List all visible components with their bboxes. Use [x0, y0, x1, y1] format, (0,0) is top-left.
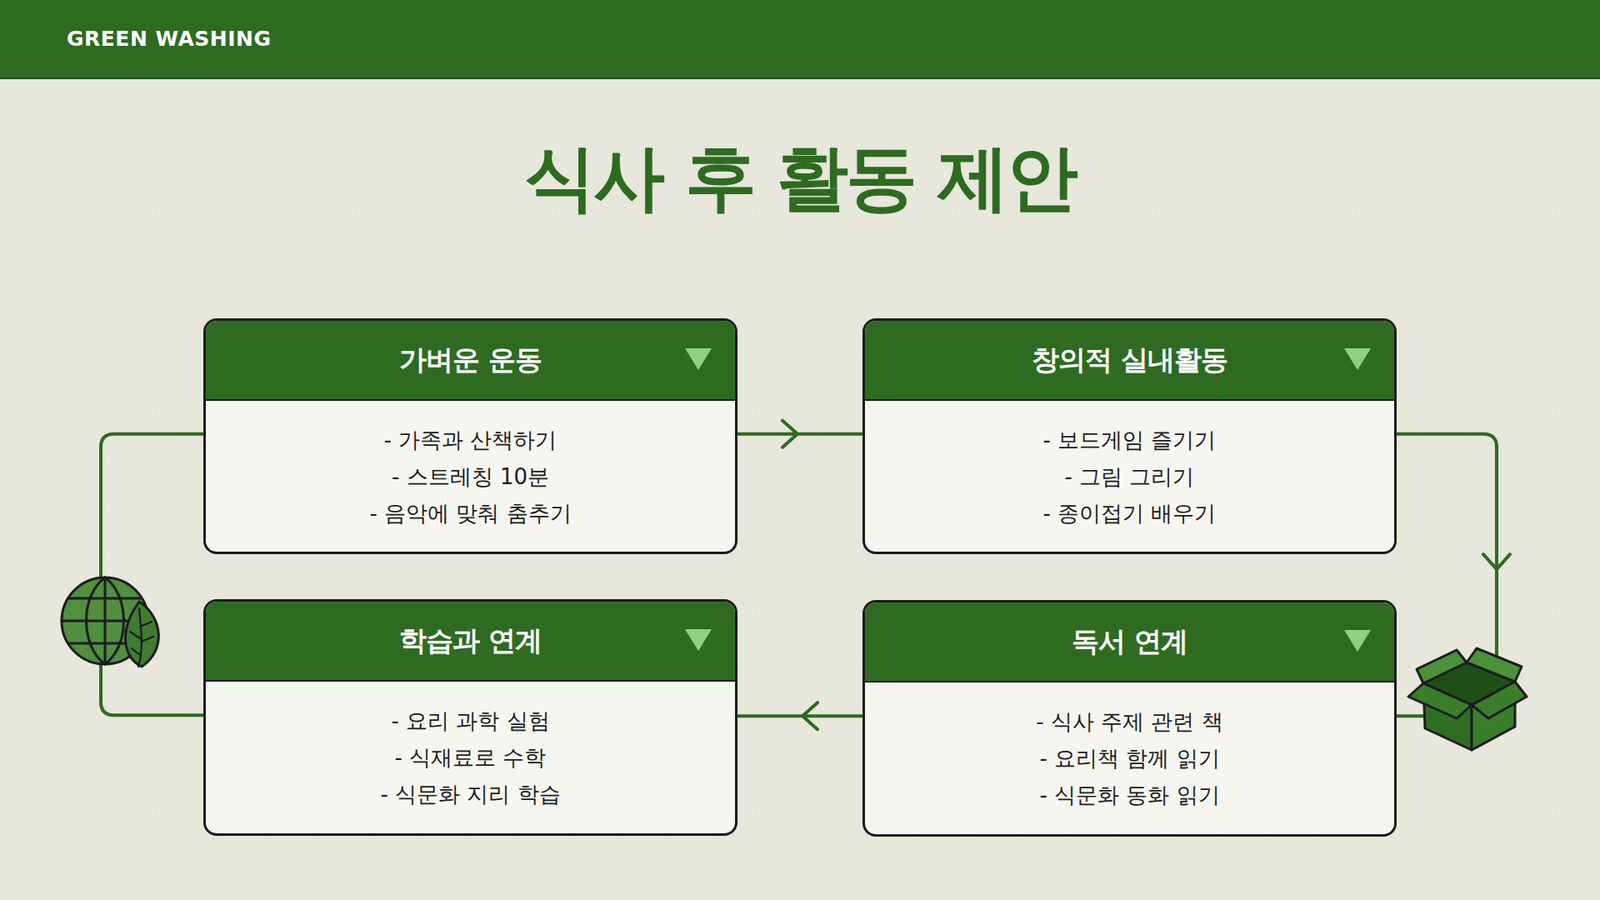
card-heading: 독서 연계	[1071, 623, 1188, 661]
globe-leaf-icon	[61, 577, 159, 667]
card-header: 독서 연계	[865, 602, 1395, 683]
card-body: - 가족과 산책하기- 스트레칭 10분- 음악에 맞춰 춤추기	[205, 400, 735, 552]
list-item: - 그림 그리기	[1065, 458, 1195, 495]
list-item: - 종이접기 배우기	[1043, 495, 1217, 532]
list-item: - 식사 주제 관련 책	[1035, 703, 1223, 740]
card-heading: 가벼운 운동	[399, 341, 542, 380]
list-item: - 요리 과학 실험	[390, 702, 550, 740]
box-icon	[1408, 648, 1527, 750]
card-heading: 창의적 실내활동	[1031, 341, 1228, 380]
list-item: - 음악에 맞춰 춤추기	[369, 495, 571, 532]
card-header: 학습과 연계	[205, 601, 735, 682]
card-heading: 학습과 연계	[399, 622, 542, 660]
header-bar: GREEN WASHING	[0, 0, 1600, 78]
dropdown-triangle	[1344, 630, 1371, 652]
list-item: - 스트레칭 10분	[391, 458, 550, 495]
list-item: - 식문화 지리 학습	[380, 775, 560, 813]
list-item: - 보드게임 즐기기	[1043, 421, 1217, 459]
list-item: - 가족과 산책하기	[384, 421, 558, 459]
slide-title: 식사 후 활동 제안	[0, 131, 1600, 224]
header-label: GREEN WASHING	[0, 0, 1600, 78]
activity-card: 학습과 연계 - 요리 과학 실험- 식재료로 수학- 식문화 지리 학습	[203, 599, 738, 836]
card-body: - 보드게임 즐기기- 그림 그리기- 종이접기 배우기	[865, 400, 1395, 552]
dropdown-triangle	[1344, 348, 1371, 370]
dropdown-triangle	[685, 348, 712, 370]
card-body: - 식사 주제 관련 책- 요리책 함께 읽기- 식문화 동화 읽기	[865, 682, 1395, 835]
list-item: - 식재료로 수학	[395, 739, 547, 776]
flow-connector	[737, 420, 863, 448]
list-item: - 식문화 동화 읽기	[1039, 776, 1220, 814]
dropdown-triangle	[685, 629, 712, 651]
activity-card: 가벼운 운동 - 가족과 산책하기- 스트레칭 10분- 음악에 맞춰 춤추기	[203, 318, 738, 555]
list-item: - 요리책 함께 읽기	[1039, 740, 1220, 777]
flow-connector	[100, 434, 204, 715]
activity-card: 독서 연계 - 식사 주제 관련 책- 요리책 함께 읽기- 식문화 동화 읽기	[862, 600, 1397, 837]
card-header: 창의적 실내활동	[865, 320, 1395, 401]
card-header: 가벼운 운동	[205, 320, 735, 401]
flow-connector	[737, 702, 863, 730]
card-body: - 요리 과학 실험- 식재료로 수학- 식문화 지리 학습	[205, 681, 735, 834]
activity-card: 창의적 실내활동 - 보드게임 즐기기- 그림 그리기- 종이접기 배우기	[862, 318, 1397, 555]
